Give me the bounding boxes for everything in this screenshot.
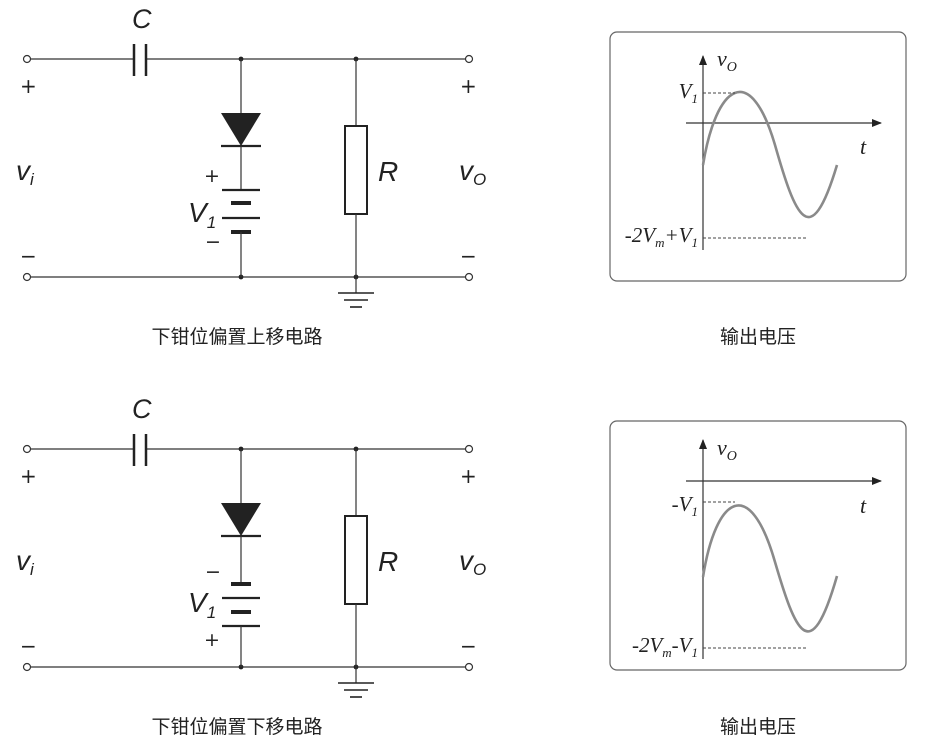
battery-label: V1 — [188, 587, 216, 622]
output-voltage-label: vO — [459, 155, 486, 189]
resistor — [344, 59, 368, 277]
capacitor — [132, 44, 148, 76]
capacitor — [132, 434, 148, 466]
graph-caption: 输出电压 — [720, 716, 796, 738]
output-minus-sign: − — [460, 244, 477, 268]
diode — [221, 449, 261, 584]
input-minus-sign: − — [20, 634, 37, 658]
graph-caption: 输出电压 — [720, 326, 796, 348]
circuit-caption: 下钳位偏置下移电路 — [151, 716, 322, 738]
x-axis-label: t — [860, 134, 867, 159]
output-voltage-label: vO — [459, 545, 486, 579]
output-top-terminal — [464, 54, 474, 64]
capacitor-label: C — [132, 4, 152, 34]
input-voltage-label: vi — [16, 545, 35, 579]
y-axis-label: vO — [717, 46, 737, 75]
output-waveform-up: vO t V1 -2Vm+V1 输出电压 — [609, 31, 907, 348]
input-bottom-terminal — [22, 272, 32, 282]
output-minus-sign: − — [460, 634, 477, 658]
y-axis-label: vO — [717, 435, 737, 464]
resistor-label: R — [378, 546, 398, 577]
battery — [222, 188, 260, 277]
output-plus-sign: + — [460, 74, 477, 98]
capacitor-label: C — [132, 394, 152, 424]
battery-bottom-sign: − — [205, 231, 221, 253]
output-waveform-down: vO t -V1 -2Vm-V1 输出电压 — [609, 420, 907, 738]
input-top-terminal — [22, 444, 32, 454]
battery-bottom-sign: + — [204, 629, 220, 651]
graph-frame — [609, 31, 907, 282]
resistor — [344, 449, 368, 667]
output-bottom-terminal — [464, 272, 474, 282]
circuit-up-shift: C + − V1 R — [16, 4, 486, 348]
input-top-terminal — [22, 54, 32, 64]
ground-symbol — [338, 277, 374, 308]
resistor-label: R — [378, 156, 398, 187]
output-top-terminal — [464, 444, 474, 454]
graph-frame — [609, 420, 907, 671]
top-level-label: -V1 — [672, 492, 698, 519]
x-axis-label: t — [860, 493, 867, 518]
circuit-caption: 下钳位偏置上移电路 — [151, 326, 322, 348]
output-plus-sign: + — [460, 464, 477, 488]
waveform — [701, 90, 839, 219]
input-voltage-label: vi — [16, 155, 35, 189]
battery-label: V1 — [188, 197, 216, 232]
battery — [222, 582, 260, 667]
diode — [221, 59, 261, 190]
input-minus-sign: − — [20, 244, 37, 268]
ground-symbol — [338, 667, 374, 698]
input-bottom-terminal — [22, 662, 32, 672]
circuit-down-shift: C − + V1 R — [16, 394, 486, 738]
battery-top-sign: + — [204, 165, 220, 187]
input-plus-sign: + — [20, 464, 37, 488]
battery-top-sign: − — [205, 561, 221, 583]
input-plus-sign: + — [20, 74, 37, 98]
output-bottom-terminal — [464, 662, 474, 672]
bottom-level-label: -2Vm+V1 — [625, 223, 698, 250]
waveform — [701, 504, 839, 633]
bottom-level-label: -2Vm-V1 — [632, 633, 698, 660]
top-level-label: V1 — [679, 79, 698, 106]
